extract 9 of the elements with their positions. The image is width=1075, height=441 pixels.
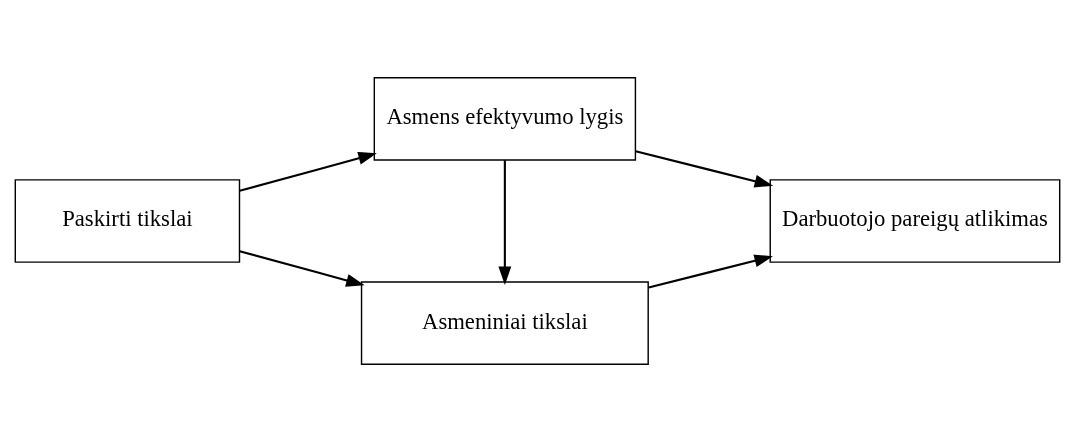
- node-box: Paskirti tikslai: [14, 178, 241, 263]
- node-box: Darbuotojo pareigų atlikimas: [769, 178, 1061, 263]
- arrow: [498, 159, 512, 285]
- node-box: Asmens efektyvumo lygis: [373, 76, 637, 161]
- arrow: [648, 254, 773, 288]
- node-box: Asmeniniai tikslai: [360, 280, 649, 365]
- arrow: [635, 149, 774, 188]
- arrow: [239, 151, 377, 192]
- arrow: [239, 249, 365, 287]
